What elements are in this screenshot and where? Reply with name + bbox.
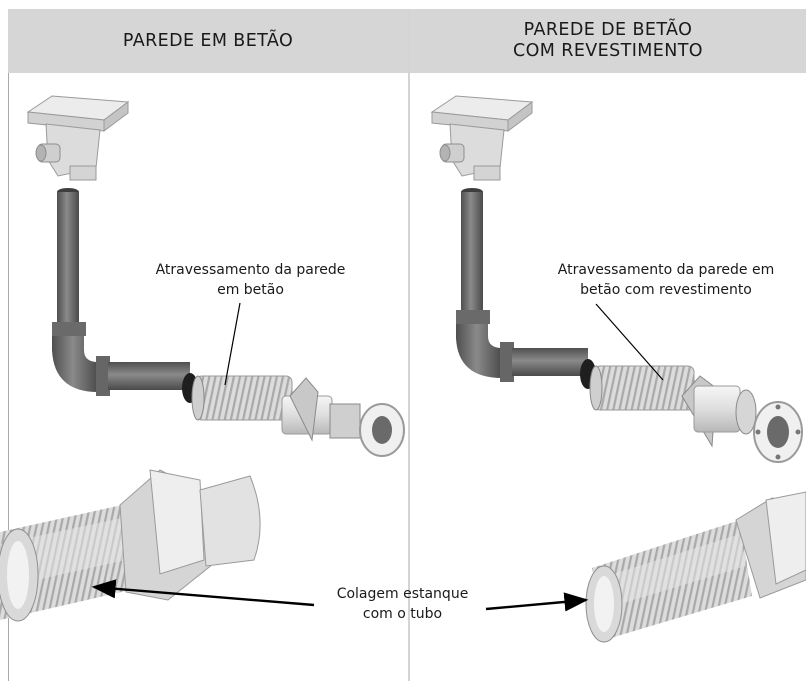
arrow-to-right-detail: [485, 592, 589, 612]
callout-right-line-2: betão com revestimento: [580, 282, 752, 298]
callout-right-line-1: Atravessamento da parede em: [557, 262, 775, 278]
header-left: PAREDE EM BETÃO: [8, 9, 408, 73]
callout-bottom-line-2: com o tubo: [362, 606, 443, 622]
header-right: PAREDE DE BETÃO COM REVESTIMENTO: [410, 9, 806, 73]
leader-line-left: [224, 302, 241, 386]
arrow-to-left-detail: [91, 579, 315, 607]
leader-line-right: [595, 303, 664, 381]
junction-box-right: [430, 95, 534, 181]
wall-passage-left: [191, 375, 405, 457]
header-right-line-2: COM REVESTIMENTO: [513, 41, 703, 61]
wall-passage-right: [589, 365, 803, 463]
callout-bottom-line-1: Colagem estanque: [336, 586, 469, 602]
grey-pipe-right: [456, 188, 596, 389]
callout-left-line-2: em betão: [217, 282, 284, 298]
detail-closeup-right: [585, 491, 806, 643]
junction-box-left: [26, 95, 130, 181]
callout-left: Atravessamento da parede em betão: [128, 260, 373, 300]
callout-left-line-1: Atravessamento da parede: [155, 262, 346, 278]
header-left-line-1: PAREDE EM BETÃO: [122, 30, 294, 51]
header-right-line-1: PAREDE DE BETÃO: [523, 20, 693, 40]
callout-bottom: Colagem estanque com o tubo: [300, 584, 505, 624]
callout-right: Atravessamento da parede em betão com re…: [530, 260, 802, 300]
